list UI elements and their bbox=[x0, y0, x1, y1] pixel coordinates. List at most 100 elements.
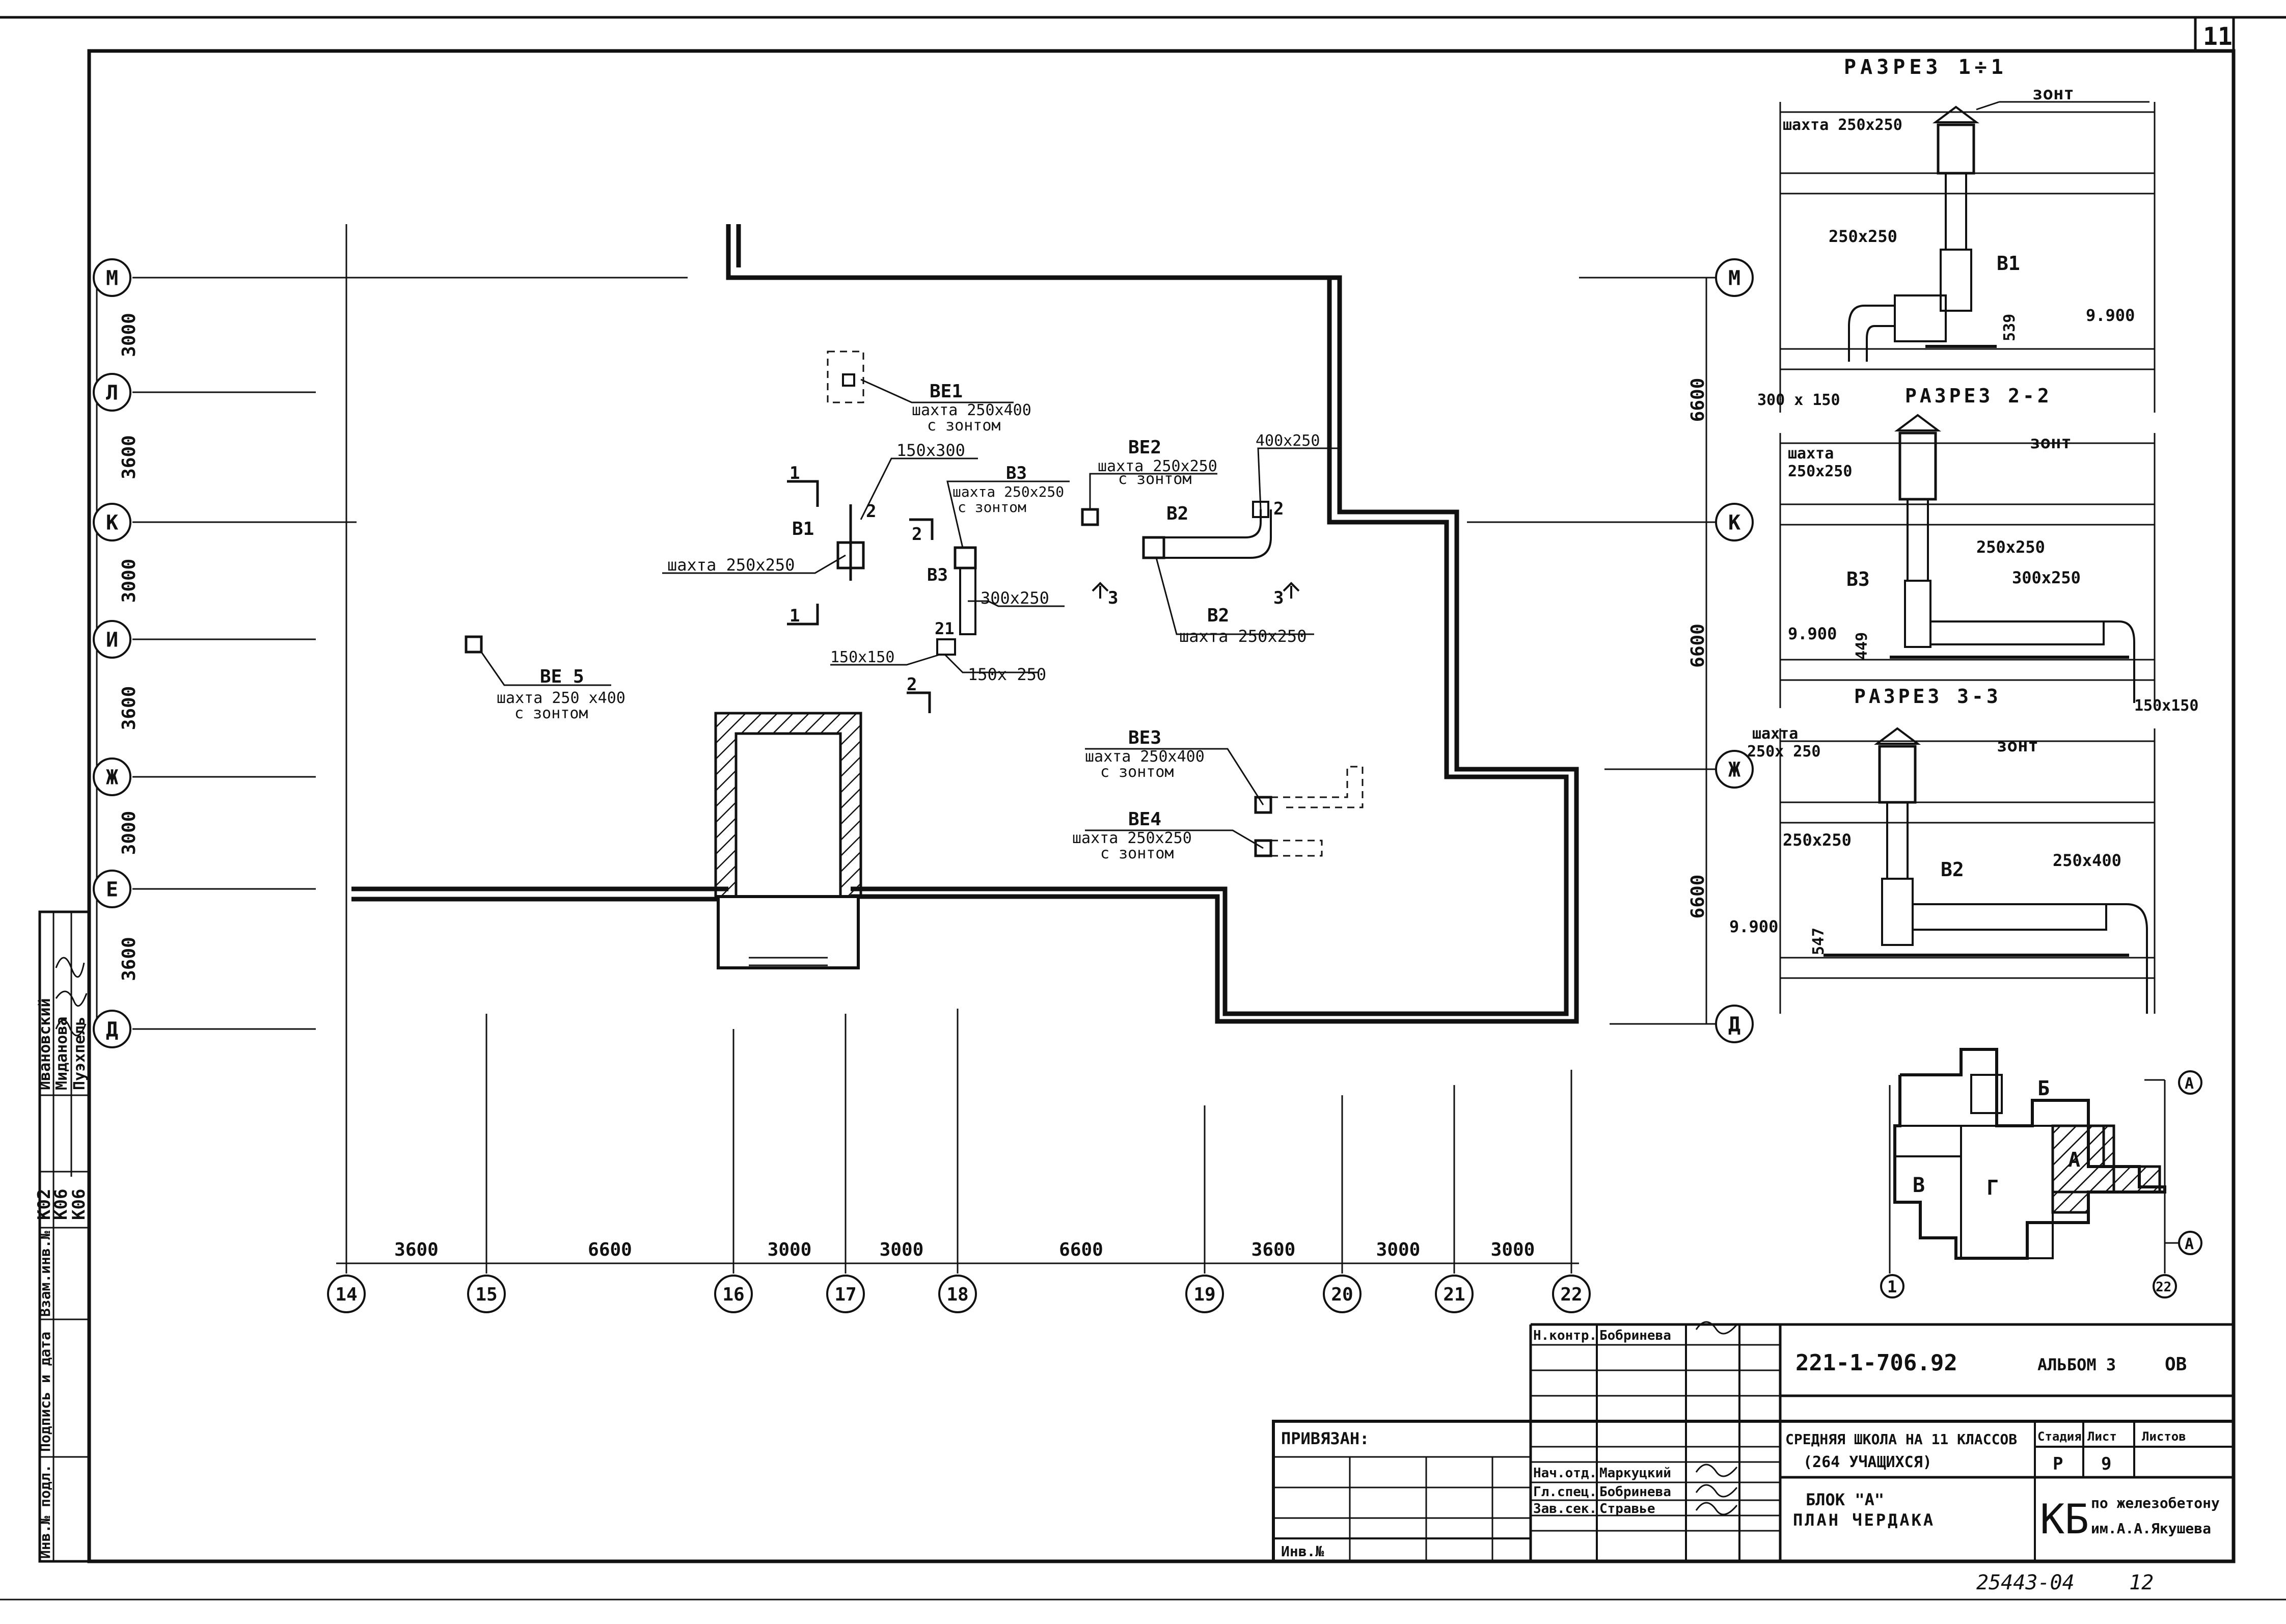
section22-duct2: 300х250 bbox=[2012, 568, 2081, 587]
stamp-name-3: Пуэхпель bbox=[71, 1017, 89, 1091]
section22-shaft2: 250х250 bbox=[1788, 463, 1852, 480]
mark-1b: 1 bbox=[790, 606, 800, 626]
mark-3b: 3 bbox=[1273, 588, 1284, 608]
row-axes bbox=[96, 277, 1717, 1030]
label-b3: В3 bbox=[1006, 463, 1027, 483]
svg-text:Ж: Ж bbox=[1728, 758, 1740, 781]
svg-text:М: М bbox=[1728, 266, 1740, 290]
col-axis-bubble-16: 16 bbox=[714, 1275, 753, 1313]
section33-shaft2: 250х 250 bbox=[1747, 743, 1821, 761]
col-axis-bubble-21: 21 bbox=[1435, 1275, 1474, 1313]
stamp-code-2: К06 bbox=[51, 1189, 71, 1220]
svg-text:Д: Д bbox=[1728, 1013, 1740, 1036]
row-axis-bubble-4: Ж bbox=[93, 757, 131, 796]
tb-role1: Н.контр. bbox=[1533, 1328, 1597, 1343]
section33-fan: В2 bbox=[1941, 858, 1964, 881]
label-150x150: 150х150 bbox=[830, 648, 894, 666]
tb-signature-4 bbox=[1695, 1502, 1738, 1515]
signature-1 bbox=[55, 957, 85, 978]
key-v: В bbox=[1913, 1174, 1925, 1197]
section11-fan: В1 bbox=[1997, 252, 2020, 275]
row-axis-bubble-0: М bbox=[93, 258, 131, 297]
svg-text:15: 15 bbox=[475, 1284, 497, 1305]
dim-left-4: 3000 bbox=[119, 811, 140, 855]
mark-2c: 2 bbox=[1273, 499, 1284, 519]
label-b3-shaft1: шахта 250х250 bbox=[953, 483, 1064, 500]
tb-sheet-h: Лист bbox=[2087, 1429, 2117, 1444]
section22-duct: 250х250 bbox=[1976, 537, 2045, 557]
dim-left-1: 3600 bbox=[119, 435, 140, 479]
label-b2-shaft: шахта 250х250 bbox=[1179, 627, 1307, 646]
stamp-col-2: Подпись и дата bbox=[37, 1332, 53, 1452]
key-axis-1: 1 bbox=[1887, 1277, 1897, 1296]
tb-project2: (264 УЧАЩИХСЯ) bbox=[1803, 1453, 1932, 1471]
section11-title: РАЗРЕЗ 1÷1 bbox=[1844, 56, 2007, 79]
tb-privyazan: ПРИВЯЗАН: bbox=[1281, 1429, 1369, 1448]
svg-text:20: 20 bbox=[1331, 1284, 1353, 1305]
mark-2a: 2 bbox=[866, 501, 876, 522]
label-b2-below: В2 bbox=[1207, 605, 1229, 626]
dim-bottom-3: 3000 bbox=[880, 1239, 924, 1260]
label-be1: ВЕ1 bbox=[930, 381, 963, 402]
tb-org2: им.А.А.Якушева bbox=[2091, 1520, 2211, 1537]
svg-text:Ж: Ж bbox=[106, 766, 118, 789]
tb-stage: Р bbox=[2053, 1454, 2063, 1474]
section11-duct: 250х250 bbox=[1829, 227, 1897, 246]
dim-left-0: 3000 bbox=[119, 313, 140, 357]
key-a: А bbox=[2068, 1148, 2080, 1172]
key-g: Г bbox=[1986, 1176, 1999, 1200]
stamp-name-1: Ивановский bbox=[36, 998, 54, 1090]
label-be4-note1: шахта 250х250 bbox=[1072, 829, 1192, 847]
row-axis-bubble-right-3: Д bbox=[1715, 1005, 1754, 1043]
section11-umbrella: зонт bbox=[2032, 84, 2074, 104]
key-axis-22: 22 bbox=[2156, 1280, 2171, 1295]
row-axis-bubble-5: Е bbox=[93, 870, 131, 908]
label-b2: В2 bbox=[1166, 503, 1188, 524]
tb-plan: ПЛАН ЧЕРДАКА bbox=[1793, 1510, 1935, 1530]
tb-block: БЛОК "А" bbox=[1806, 1490, 1884, 1509]
tb-role3: Гл.спец. bbox=[1533, 1484, 1597, 1500]
label-be1-note2: с зонтом bbox=[927, 417, 1001, 435]
sheet-number: 11 bbox=[2203, 22, 2233, 51]
bottom-note: 25443-04 bbox=[1976, 1571, 2075, 1594]
plan-equipment bbox=[465, 350, 1364, 857]
label-be3-note2: с зонтом bbox=[1100, 763, 1174, 781]
label-be1-note1: шахта 250х400 bbox=[912, 401, 1031, 419]
mark-2b: 2 bbox=[912, 524, 922, 545]
tb-code: 221-1-706.92 bbox=[1795, 1350, 1957, 1376]
section33-duct: 250х250 bbox=[1783, 830, 1852, 850]
label-be3: ВЕ3 bbox=[1128, 727, 1161, 748]
row-axis-bubble-2: К bbox=[93, 503, 131, 542]
stamp-code-1: К02 bbox=[34, 1189, 55, 1220]
row-axis-bubble-right-2: Ж bbox=[1715, 750, 1754, 789]
svg-text:Е: Е bbox=[106, 878, 118, 901]
tb-name4: Стравье bbox=[1599, 1501, 1655, 1517]
label-be2: ВЕ2 bbox=[1128, 437, 1161, 458]
stamp-col-3: Инв.№ подл. bbox=[37, 1465, 53, 1559]
svg-text:М: М bbox=[106, 266, 118, 290]
dim-bottom-0: 3600 bbox=[394, 1239, 439, 1260]
section-2-2: РАЗРЕЗ 2-2 зонт шахта 250х250 250х250 В3… bbox=[1779, 385, 2198, 715]
dim-bottom-1: 6600 bbox=[588, 1239, 632, 1260]
label-be3-note1: шахта 250х400 bbox=[1085, 748, 1205, 766]
section33-title: РАЗРЕЗ 3-3 bbox=[1854, 685, 2001, 708]
stamp-col-1: Взам.инв.№ bbox=[37, 1231, 53, 1317]
dim-bottom-7: 3000 bbox=[1491, 1239, 1535, 1260]
section-1-1: РАЗРЕЗ 1÷1 зонт шахта 250х250 250х250 В1… bbox=[1757, 56, 2156, 413]
label-be5-note2: с зонтом bbox=[514, 705, 588, 722]
svg-text:17: 17 bbox=[834, 1284, 856, 1305]
key-axis-a-top: А bbox=[2185, 1075, 2194, 1093]
label-400x250: 400х250 bbox=[1256, 432, 1320, 450]
section11-duct2: 300 х 150 bbox=[1757, 391, 1840, 409]
section22-title: РАЗРЕЗ 2-2 bbox=[1905, 385, 2052, 407]
column-axes bbox=[336, 224, 1579, 1274]
tb-stage-h: Стадия bbox=[2037, 1429, 2082, 1444]
label-150x300: 150х300 bbox=[896, 441, 965, 460]
section33-duct2: 250х400 bbox=[2053, 851, 2121, 870]
label-300x250: 300х250 bbox=[981, 588, 1049, 608]
row-axis-bubble-1: Л bbox=[93, 373, 131, 412]
mark-1a: 1 bbox=[790, 463, 800, 483]
col-axis-bubble-18: 18 bbox=[938, 1275, 977, 1313]
